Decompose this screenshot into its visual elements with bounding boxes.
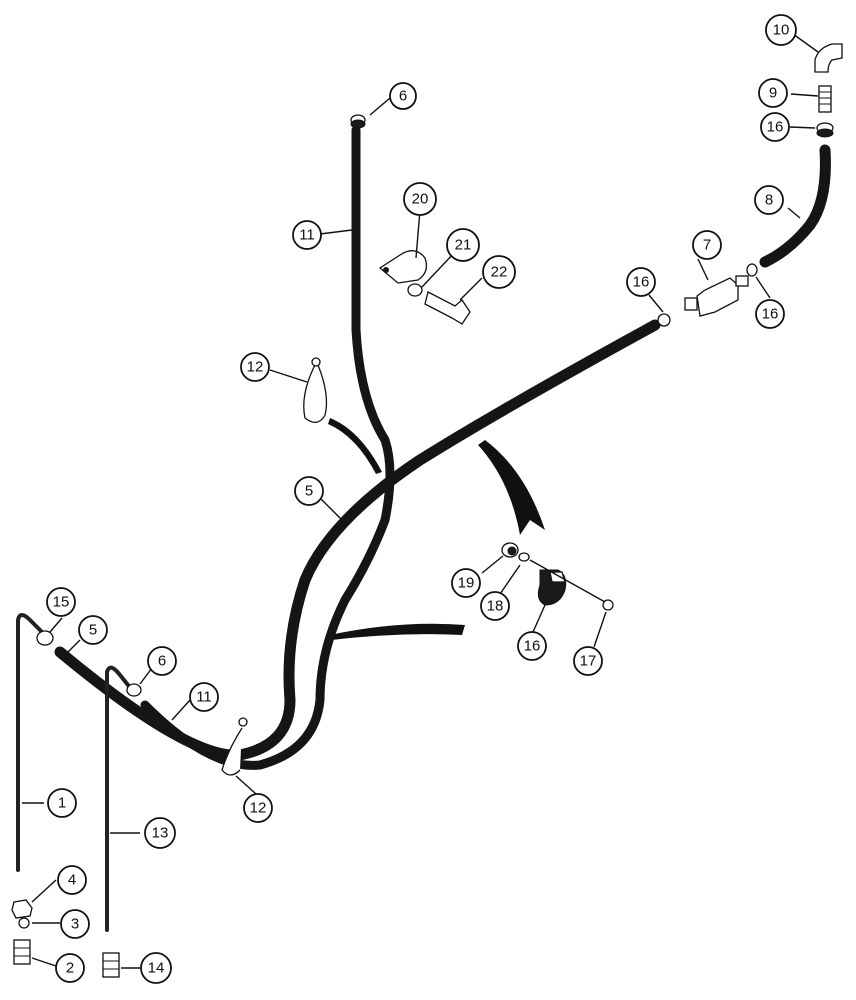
callout-6-top: 6	[389, 82, 417, 110]
p-clamp-15	[537, 569, 567, 606]
callout-label: 5	[89, 622, 97, 639]
callout-label: 16	[633, 274, 650, 291]
callout-5-lower: 5	[78, 615, 108, 645]
callout-16-top: 16	[760, 112, 790, 142]
callout-22: 22	[482, 255, 516, 289]
callout-12-upper: 12	[240, 352, 270, 382]
bolt-22	[424, 291, 471, 325]
callout-label: 6	[158, 653, 166, 670]
clamp-bracket-20	[378, 250, 428, 284]
callout-15: 16	[517, 631, 547, 661]
callout-label: 22	[491, 264, 508, 281]
callout-21: 21	[446, 228, 480, 262]
callout-label: 18	[487, 598, 504, 615]
callout-label: 1	[58, 795, 66, 812]
callout-10: 10	[765, 14, 797, 46]
callout-6-lower: 6	[147, 646, 177, 676]
callout-label: 4	[68, 872, 76, 889]
callout-5-center: 5	[294, 476, 324, 506]
callout-11-lower: 11	[189, 682, 219, 712]
callout-label: 8	[765, 192, 773, 209]
leader-lines	[22, 33, 819, 969]
callout-label: 15	[53, 594, 70, 611]
callout-label: 17	[580, 653, 597, 670]
callout-16-filter-left: 16	[626, 267, 656, 297]
washer-19	[602, 599, 614, 611]
nut-4	[11, 899, 33, 919]
callout-label: 12	[247, 359, 264, 376]
assembly-line	[529, 559, 606, 603]
callout-label: 12	[250, 800, 267, 817]
callout-label: 3	[71, 916, 79, 933]
callout-14: 14	[140, 952, 172, 984]
hose-clamp-16-lower	[36, 630, 54, 646]
callout-12-lower: 12	[243, 793, 273, 823]
hose-5	[54, 319, 661, 761]
hose-clamp-16-filter-left	[657, 313, 671, 327]
callout-label: 7	[703, 237, 711, 254]
callout-8: 8	[754, 185, 784, 215]
callout-16-lower: 15	[46, 587, 76, 617]
connector-14	[102, 952, 120, 978]
callout-label: 5	[305, 483, 313, 500]
callout-2: 2	[55, 953, 85, 983]
callout-label: 11	[299, 227, 315, 244]
callout-label: 9	[769, 85, 777, 102]
callout-18: 19	[451, 568, 481, 598]
hose-clamp-16-filter-right	[746, 263, 758, 277]
strap-clamp-12-lower	[221, 717, 248, 776]
washer-21	[407, 283, 423, 297]
sleeve-3	[18, 917, 30, 929]
callout-label: 13	[152, 825, 169, 842]
hose-11	[140, 125, 395, 770]
callout-label: 16	[524, 638, 541, 655]
callout-label: 20	[412, 191, 429, 208]
hose-clamp-16-top	[816, 122, 834, 138]
callout-label: 16	[762, 306, 779, 323]
tube-1	[16, 613, 44, 872]
callout-17: 18	[480, 591, 510, 621]
callout-label: 16	[767, 119, 784, 136]
elbow-10	[814, 43, 843, 73]
strap-clamp-12-upper	[303, 357, 328, 423]
callout-11-top: 11	[292, 220, 322, 250]
hose-clamp-6-top	[350, 114, 366, 129]
callout-label: 6	[399, 88, 407, 105]
callout-7: 7	[692, 230, 722, 260]
callout-label: 14	[148, 960, 165, 977]
callout-16-filter-right: 16	[755, 299, 785, 329]
hose-clamp-6-lower	[126, 683, 142, 697]
callout-1: 1	[47, 788, 77, 818]
callout-4: 4	[57, 865, 87, 895]
fitting-9	[818, 85, 832, 113]
callout-label: 21	[455, 237, 472, 254]
hose-8	[759, 144, 831, 268]
callout-13: 13	[144, 817, 176, 849]
callout-label: 11	[196, 689, 212, 706]
callout-label: 10	[773, 22, 790, 39]
connector-2	[13, 939, 31, 965]
fuel-filter-7	[684, 275, 749, 317]
tube-13	[105, 665, 134, 932]
callout-3: 3	[60, 909, 90, 939]
callout-20: 20	[403, 182, 437, 216]
callout-label: 2	[66, 960, 74, 977]
callout-19: 17	[573, 646, 603, 676]
washer-17	[518, 552, 530, 562]
detail-pointer-arrows	[328, 418, 545, 640]
callout-label: 19	[458, 575, 475, 592]
nut-18	[501, 542, 519, 558]
callout-9: 9	[758, 78, 788, 108]
